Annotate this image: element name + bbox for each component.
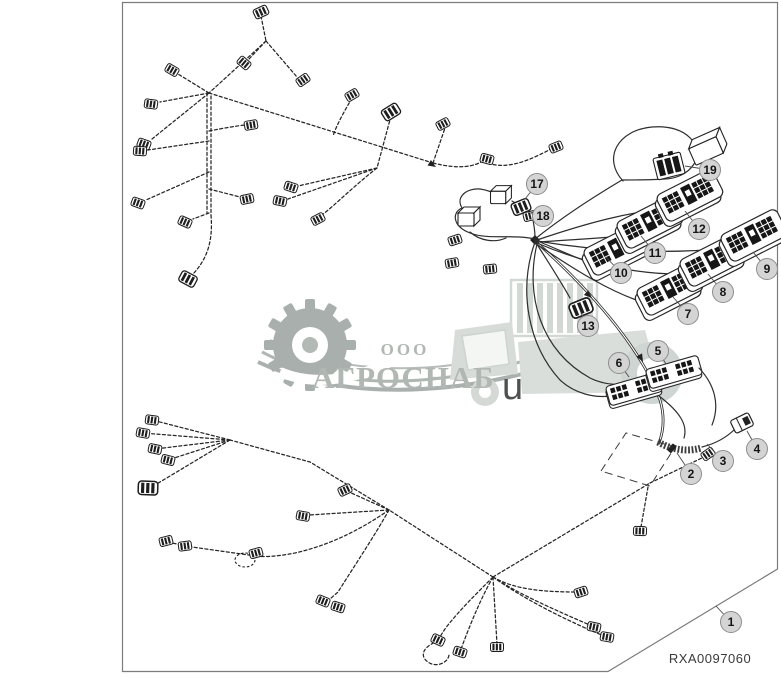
watermark-company-name: АГРОСНАБ <box>312 360 495 395</box>
callout-number: 3 <box>720 454 727 468</box>
callout-17: 17 <box>524 173 548 200</box>
reference-code: RXA0097060 <box>669 651 751 666</box>
connector-icon <box>379 101 403 123</box>
clamp-icon <box>667 443 677 453</box>
connector-icon <box>490 642 504 652</box>
callout-8: 8 <box>707 273 734 303</box>
connector-icon <box>343 87 361 103</box>
connector-icon <box>272 194 288 208</box>
watermark-suffix-letter: u <box>502 366 523 408</box>
connector-icon <box>295 509 311 523</box>
callout-number: 6 <box>616 356 623 370</box>
callout-number: 18 <box>536 209 550 223</box>
upper-left-harness <box>129 3 565 289</box>
callout-number: 11 <box>649 246 662 260</box>
connector-icon <box>586 620 602 634</box>
connector-icon <box>137 480 159 496</box>
callout-number: 13 <box>581 319 595 333</box>
callout-number: 4 <box>754 442 761 456</box>
connector-icon <box>129 196 147 210</box>
callout-number: 8 <box>720 285 727 299</box>
connector-icon <box>599 630 615 644</box>
connector-icon <box>479 152 495 166</box>
connector-icon <box>282 180 300 194</box>
callout-7: 7 <box>672 296 699 325</box>
connector-icon <box>632 525 648 537</box>
callout-number: 19 <box>703 163 717 177</box>
connector-icon <box>176 214 194 230</box>
connector-icon <box>572 585 590 599</box>
connector-icon <box>147 442 163 456</box>
connector-icon <box>482 263 498 275</box>
connector-icon <box>177 269 199 289</box>
connector-icon <box>177 540 193 552</box>
flow-arrow-icon <box>427 160 438 170</box>
connector-icon <box>429 632 447 648</box>
callout-18: 18 <box>526 205 554 227</box>
callout-2: 2 <box>676 452 702 485</box>
connector-icon <box>251 3 271 21</box>
callout-number: 5 <box>655 344 662 358</box>
connector-icon <box>239 192 255 206</box>
drawing-frame <box>121 1 779 673</box>
corrugated-conduit <box>656 438 703 454</box>
callout-19: 19 <box>684 159 721 181</box>
module-box-19 <box>687 125 728 166</box>
connector-icon <box>158 534 174 548</box>
callout-4: 4 <box>746 430 768 460</box>
connector-icon <box>160 453 176 467</box>
relay-icon <box>489 185 512 205</box>
callout-1: 1 <box>715 605 742 633</box>
connector-icon <box>329 600 347 614</box>
watermark-gear-cut <box>278 357 393 385</box>
mounting-bracket-outline <box>600 432 676 487</box>
connector-icon <box>243 118 259 132</box>
connector-icon <box>163 62 181 78</box>
connector-icon <box>143 98 159 110</box>
connector-icon <box>446 233 464 247</box>
connector-icon <box>547 139 565 155</box>
connector-icon <box>235 547 263 567</box>
connector-icon <box>294 72 312 88</box>
connector-icon <box>444 256 460 270</box>
watermark-company-prefix: ООО <box>381 340 430 359</box>
relay-icon <box>457 206 481 227</box>
callout-number: 2 <box>688 467 695 481</box>
callout-number: 1 <box>728 615 735 629</box>
callout-10: 10 <box>605 256 632 284</box>
connector-icon <box>336 482 354 498</box>
connector-icon <box>132 145 148 157</box>
callout-3: 3 <box>706 443 734 472</box>
callout-number: 7 <box>685 307 692 321</box>
callout-9: 9 <box>752 251 778 280</box>
main-harness <box>454 125 781 454</box>
callout-11: 11 <box>640 235 666 264</box>
connector-icon <box>135 426 151 440</box>
callout-number: 9 <box>764 262 771 276</box>
callout-12: 12 <box>684 210 710 240</box>
callout-13: 13 <box>577 312 599 337</box>
callout-number: 12 <box>692 222 706 236</box>
connector-icon <box>144 414 160 426</box>
lower-harness <box>135 414 717 666</box>
callout-number: 10 <box>614 266 628 280</box>
connector-icon <box>314 593 332 609</box>
connector-icon <box>451 645 469 659</box>
callout-number: 17 <box>530 177 544 191</box>
connector-icon <box>434 116 452 132</box>
callout-5: 5 <box>647 340 669 365</box>
callout-6: 6 <box>608 352 630 378</box>
